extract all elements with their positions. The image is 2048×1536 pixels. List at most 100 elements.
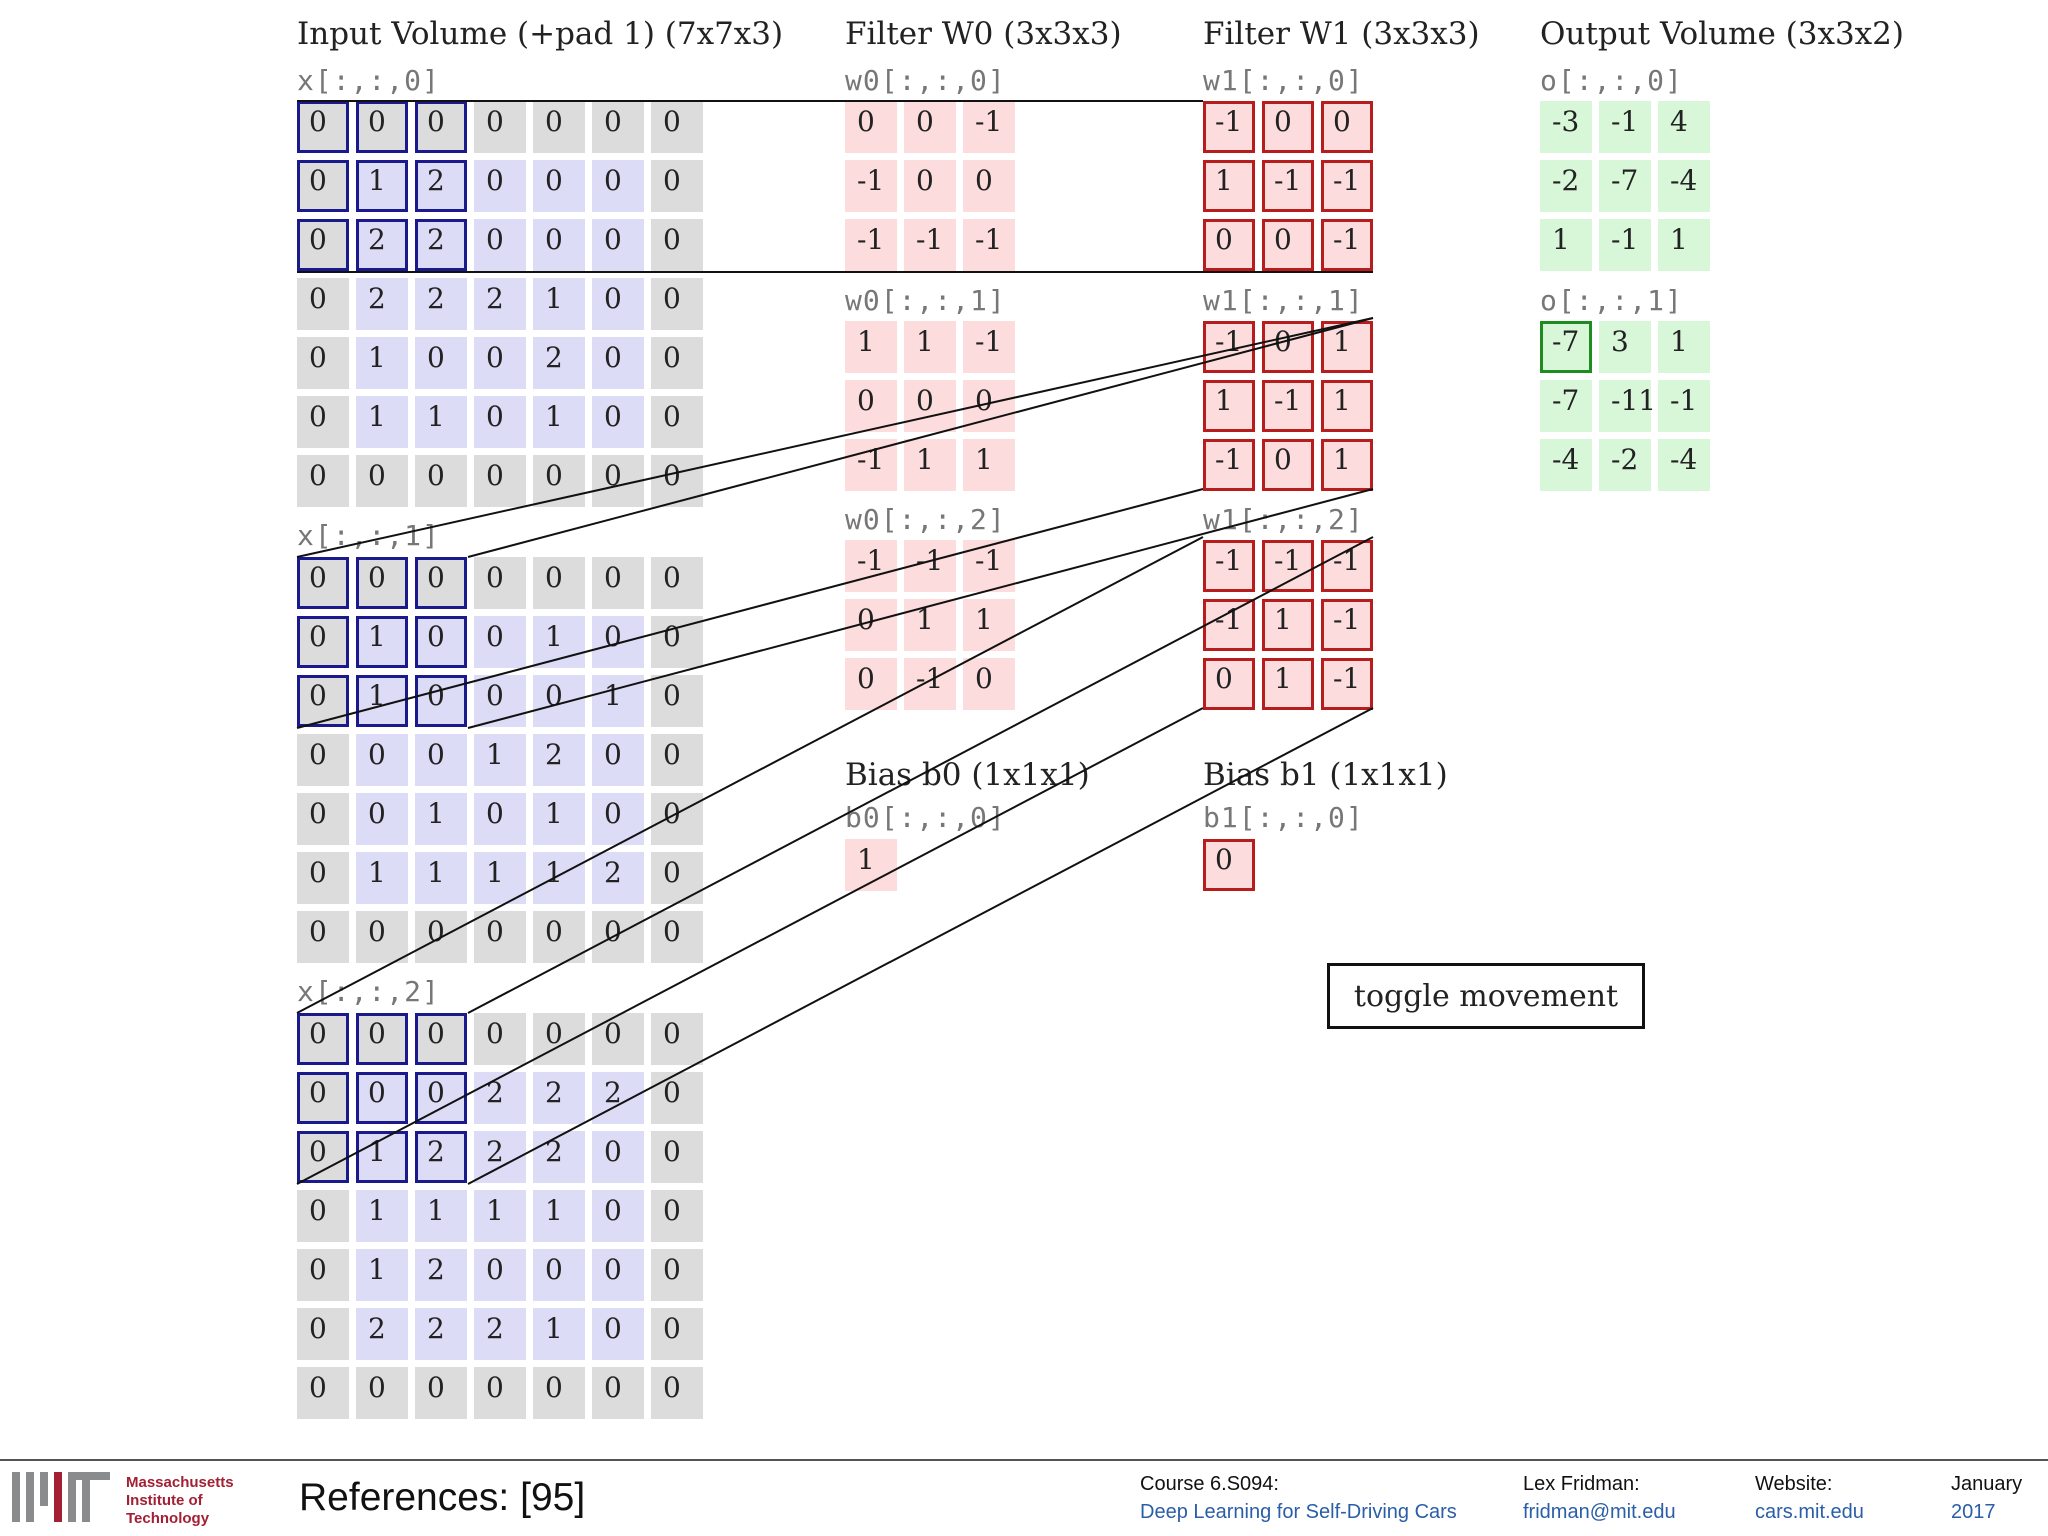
input-slice-0-cell: 2 — [356, 278, 408, 330]
w0-slice-0-cell: -1 — [963, 101, 1015, 153]
input-slice-2-cell: 0 — [297, 1013, 349, 1065]
input-slice-0-cell: 0 — [297, 101, 349, 153]
input-slice-1-cell: 2 — [533, 734, 585, 786]
input-slice-2-cell: 2 — [415, 1131, 467, 1183]
input-slice-0-cell: 0 — [533, 219, 585, 271]
input-slice-1-cell: 1 — [533, 616, 585, 668]
input-slice-2-cell: 1 — [356, 1249, 408, 1301]
input-slice-2-cell: 1 — [356, 1190, 408, 1242]
footer-divider — [0, 1459, 2048, 1461]
w0-slice-0-cell: -1 — [845, 160, 897, 212]
output-slice-0-cell: -4 — [1658, 160, 1710, 212]
input-slice-2-cell: 2 — [474, 1072, 526, 1124]
input-slice-0-cell: 0 — [297, 160, 349, 212]
output-slice-1-cell: -7 — [1540, 321, 1592, 373]
output-slice-0-cell: -2 — [1540, 160, 1592, 212]
bias-b1-title: Bias b1 (1x1x1) — [1203, 757, 1448, 793]
input-slice-0-cell: 0 — [474, 455, 526, 507]
footer-course: Course 6.S094: Deep Learning for Self-Dr… — [1140, 1470, 1457, 1526]
b1-slice-label: b1[:,:,0] — [1203, 801, 1364, 834]
input-slice-0-cell: 1 — [533, 396, 585, 448]
w1-slice-2-cell: 0 — [1203, 658, 1255, 710]
w0-slice-0-cell: 0 — [904, 101, 956, 153]
input-slice-0-cell: 0 — [474, 219, 526, 271]
input-slice-2-cell: 0 — [297, 1367, 349, 1419]
input-slice-0-cell: 0 — [651, 101, 703, 153]
output-slice-1-cell: -4 — [1540, 439, 1592, 491]
mit-logo — [12, 1472, 110, 1522]
toggle-movement-button[interactable]: toggle movement — [1327, 963, 1645, 1029]
input-slice-2-cell: 0 — [592, 1131, 644, 1183]
input-slice-2-cell: 0 — [651, 1013, 703, 1065]
input-slice-2-cell: 0 — [356, 1367, 408, 1419]
w0-slice-1-cell: 1 — [845, 321, 897, 373]
date-month: January — [1951, 1473, 2023, 1495]
w0-slice-1-cell: 1 — [904, 321, 956, 373]
input-slice-2-cell: 0 — [533, 1249, 585, 1301]
input-slice-1-cell: 0 — [356, 557, 408, 609]
bias-b0-cell: 1 — [845, 839, 897, 891]
w0-slice-2-cell: 0 — [963, 658, 1015, 710]
output-slice-1-cell: 1 — [1658, 321, 1710, 373]
input-slice-1-cell: 0 — [592, 616, 644, 668]
input-slice-1-cell: 0 — [651, 734, 703, 786]
input-slice-1-cell: 0 — [651, 675, 703, 727]
references-text: References: [95] — [299, 1476, 586, 1519]
w1-slice-1-cell: 1 — [1203, 380, 1255, 432]
input-slice-1-cell: 0 — [297, 734, 349, 786]
w0-slice-0-cell: 0 — [963, 160, 1015, 212]
author-email-link[interactable]: fridman@mit.edu — [1523, 1501, 1676, 1523]
input-slice-1-cell: 1 — [533, 793, 585, 845]
input-slice-2-cell: 0 — [297, 1131, 349, 1183]
w1-slice-2-cell: -1 — [1321, 599, 1373, 651]
w0-slice-0-cell: 0 — [904, 160, 956, 212]
input-slice-0-cell: 1 — [356, 396, 408, 448]
input-slice-1-cell: 1 — [474, 734, 526, 786]
b0-slice-label: b0[:,:,0] — [845, 801, 1006, 834]
input-slice-0-cell: 0 — [297, 278, 349, 330]
input-slice-0-cell: 2 — [356, 219, 408, 271]
input-slice-2-cell: 2 — [533, 1072, 585, 1124]
input-slice-0-cell: 0 — [474, 337, 526, 389]
w1-slice-1-cell: 1 — [1321, 321, 1373, 373]
input-slice-2-cell: 0 — [297, 1249, 349, 1301]
input-slice-2-cell: 2 — [415, 1249, 467, 1301]
output-slice-1-label: o[:,:,1] — [1540, 284, 1683, 317]
input-slice-2-cell: 0 — [297, 1190, 349, 1242]
input-slice-2-cell: 0 — [592, 1308, 644, 1360]
input-slice-2-cell: 0 — [415, 1013, 467, 1065]
input-slice-1-cell: 0 — [415, 557, 467, 609]
w0-slice-1-cell: 0 — [904, 380, 956, 432]
input-slice-1-cell: 0 — [297, 557, 349, 609]
input-slice-2-cell: 0 — [533, 1367, 585, 1419]
input-slice-0-cell: 0 — [297, 455, 349, 507]
input-slice-2-cell: 1 — [533, 1190, 585, 1242]
w0-slice-2-cell: -1 — [904, 540, 956, 592]
input-slice-2-cell: 0 — [474, 1249, 526, 1301]
input-slice-2-cell: 2 — [474, 1308, 526, 1360]
output-slice-0-cell: 1 — [1658, 219, 1710, 271]
input-slice-1-cell: 2 — [592, 852, 644, 904]
w0-slice-2-label: w0[:,:,2] — [845, 503, 1006, 536]
input-slice-2-cell: 1 — [415, 1190, 467, 1242]
input-slice-2-cell: 0 — [474, 1367, 526, 1419]
course-name: Deep Learning for Self-Driving Cars — [1140, 1501, 1457, 1523]
output-slice-1-cell: 3 — [1599, 321, 1651, 373]
input-slice-0-cell: 1 — [415, 396, 467, 448]
input-slice-1-cell: 0 — [415, 616, 467, 668]
input-slice-1-cell: 0 — [592, 557, 644, 609]
input-slice-0-cell: 2 — [415, 160, 467, 212]
input-slice-2-cell: 0 — [356, 1072, 408, 1124]
date-year: 2017 — [1951, 1501, 1996, 1523]
input-slice-0-cell: 0 — [651, 219, 703, 271]
website-link[interactable]: cars.mit.edu — [1755, 1501, 1864, 1523]
w1-slice-1-cell: 1 — [1321, 439, 1373, 491]
input-slice-0-cell: 0 — [651, 337, 703, 389]
w1-slice-1-cell: 1 — [1321, 380, 1373, 432]
w0-slice-2-cell: 1 — [963, 599, 1015, 651]
input-slice-0-cell: 0 — [592, 396, 644, 448]
input-slice-2-cell: 2 — [592, 1072, 644, 1124]
w1-slice-1-cell: -1 — [1203, 439, 1255, 491]
w0-slice-0-label: w0[:,:,0] — [845, 64, 1006, 97]
input-slice-1-label: x[:,:,1] — [297, 519, 440, 552]
